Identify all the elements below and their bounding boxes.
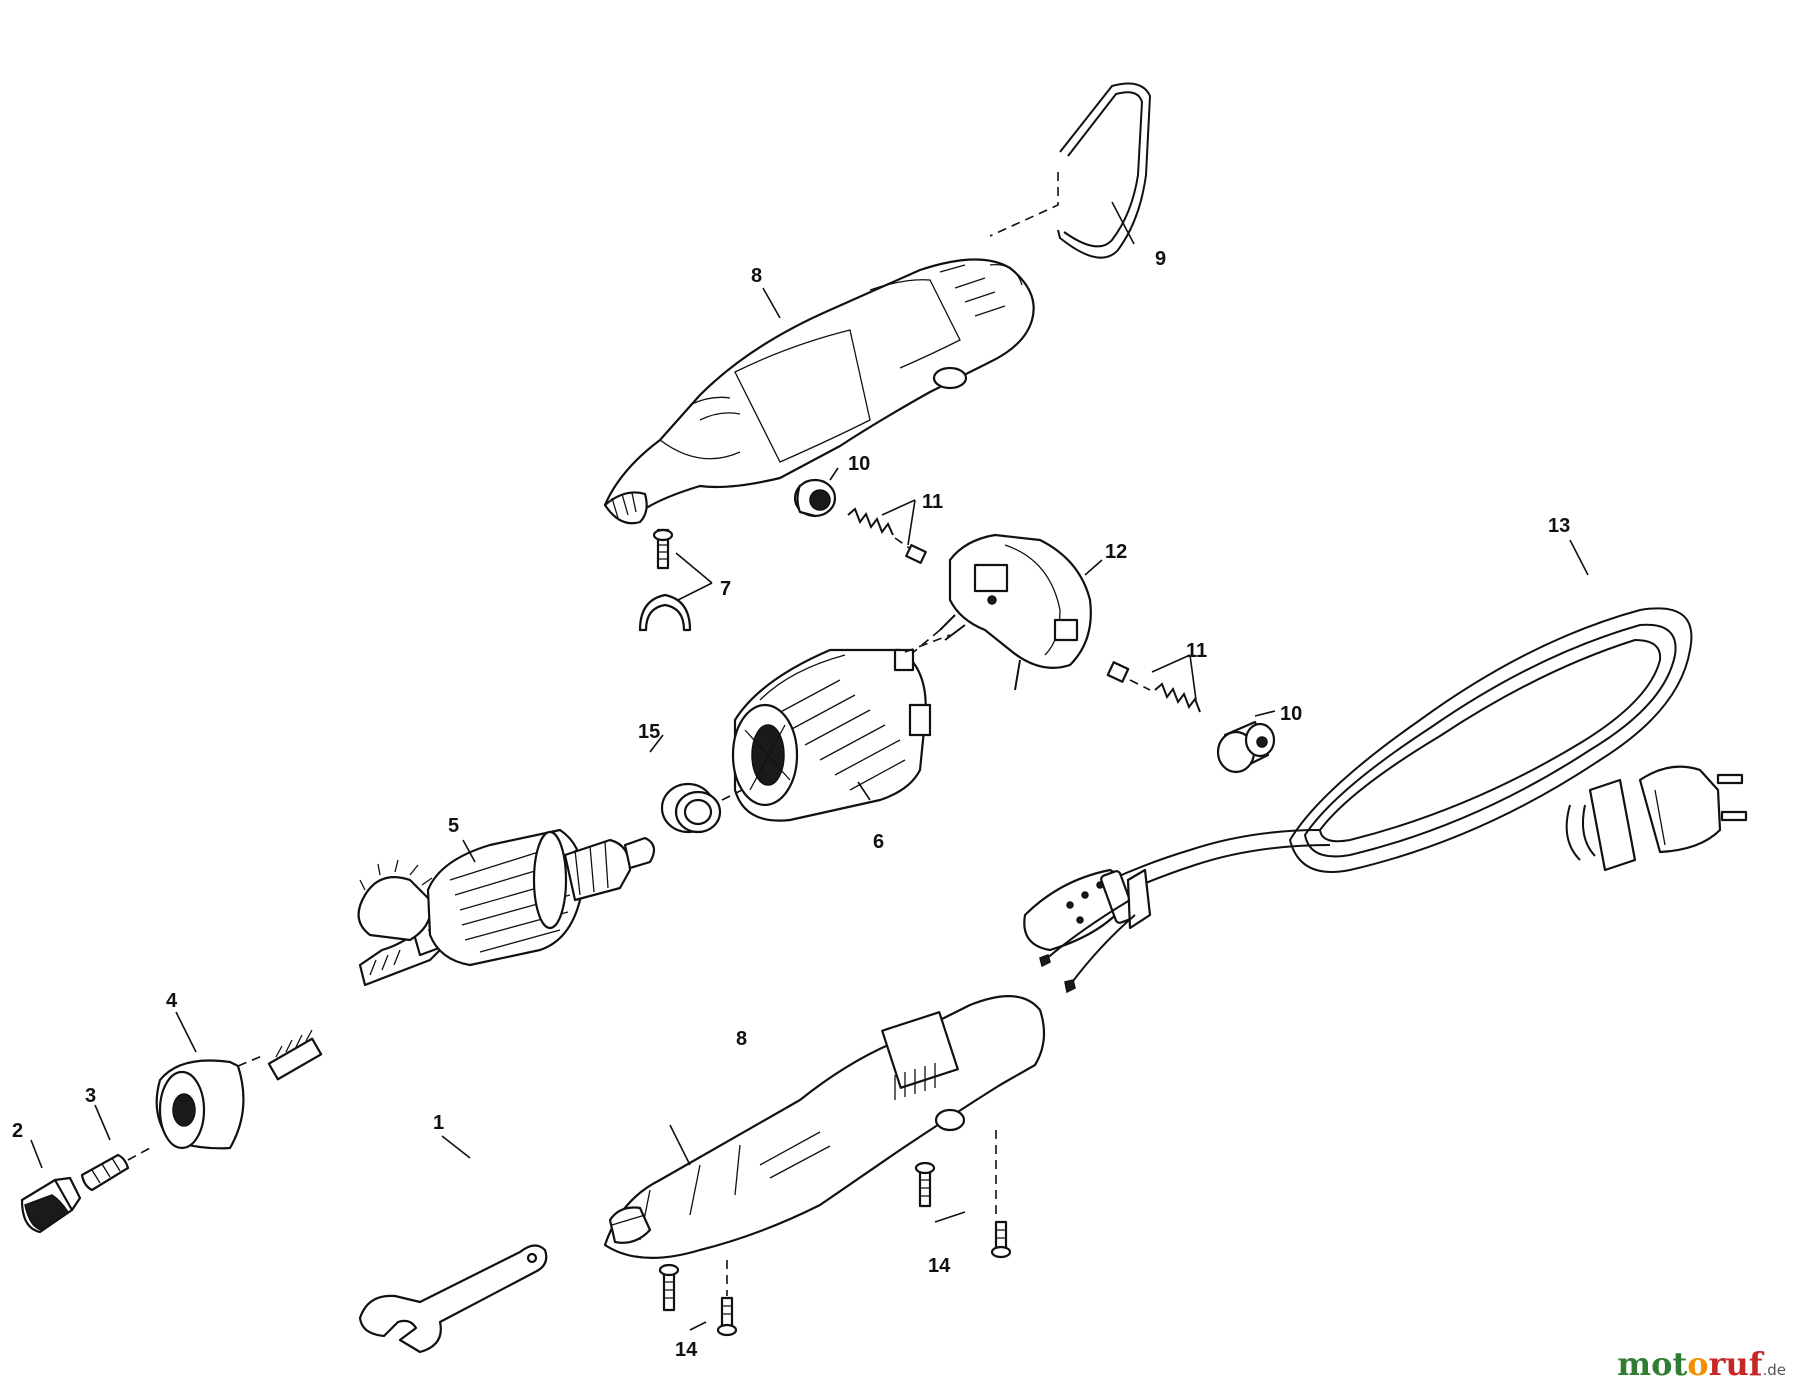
hanger-dashed-line: [989, 172, 1059, 237]
screws-right: [914, 1161, 1012, 1259]
watermark-part3: ruf: [1708, 1345, 1763, 1383]
callout-3: 3: [85, 1085, 96, 1107]
watermark-part2: o: [1687, 1345, 1709, 1383]
field-coil: [731, 648, 932, 822]
housing-cap: [155, 1059, 245, 1150]
collet-dashed-line: [127, 1147, 151, 1161]
callout-8-bottom: 8: [736, 1028, 747, 1050]
brush-cap-top: [793, 478, 837, 518]
callout-numbers: 1 2 3 4 5 6 7 8 9 10 11 12 13 14 15 8 11…: [12, 248, 1570, 1361]
callout-9: 9: [1155, 248, 1166, 270]
callout-14-left: 14: [675, 1339, 698, 1361]
screws-left: [658, 1263, 738, 1337]
callout-11-bottom: 11: [1186, 640, 1207, 662]
brush-cap-bottom: [1216, 720, 1276, 774]
upper-housing: [603, 258, 1035, 525]
field-dashed-line: [904, 634, 951, 653]
watermark-suffix: .de: [1762, 1361, 1786, 1379]
brush-holder: [939, 533, 1092, 691]
cap-dashed-line: [237, 1055, 263, 1067]
watermark-part1: mot: [1617, 1345, 1688, 1383]
brush-spring-top: [847, 507, 927, 564]
callout-6: 6: [873, 831, 884, 853]
screw-and-clip: [638, 528, 692, 632]
callout-2: 2: [12, 1120, 23, 1142]
callout-10-bottom: 10: [1280, 703, 1302, 725]
callout-10-top: 10: [848, 453, 870, 475]
callout-7: 7: [720, 578, 731, 600]
callout-13: 13: [1548, 515, 1570, 537]
callout-1: 1: [433, 1112, 444, 1134]
hanger-loop: [1057, 82, 1152, 259]
callout-8-top: 8: [751, 265, 762, 287]
leader-lines: [30, 201, 1589, 1331]
callout-4: 4: [166, 990, 178, 1012]
wrench: [358, 1244, 548, 1354]
callout-11-top: 11: [922, 491, 943, 513]
bearing-dashed-line: [721, 789, 743, 801]
brush-spring-bottom: [1106, 661, 1201, 713]
bearing-ring: [660, 782, 722, 834]
collet: [80, 1153, 130, 1192]
callout-12: 12: [1105, 541, 1127, 563]
lower-housing: [603, 995, 1046, 1259]
callout-5: 5: [448, 815, 459, 837]
site-watermark-logo: motoruf.de: [1617, 1345, 1786, 1383]
callout-15: 15: [638, 721, 660, 743]
power-cord: [1023, 607, 1748, 994]
callout-14-right: 14: [928, 1255, 951, 1277]
armature: [267, 828, 656, 1081]
collet-nut: [20, 1176, 82, 1234]
